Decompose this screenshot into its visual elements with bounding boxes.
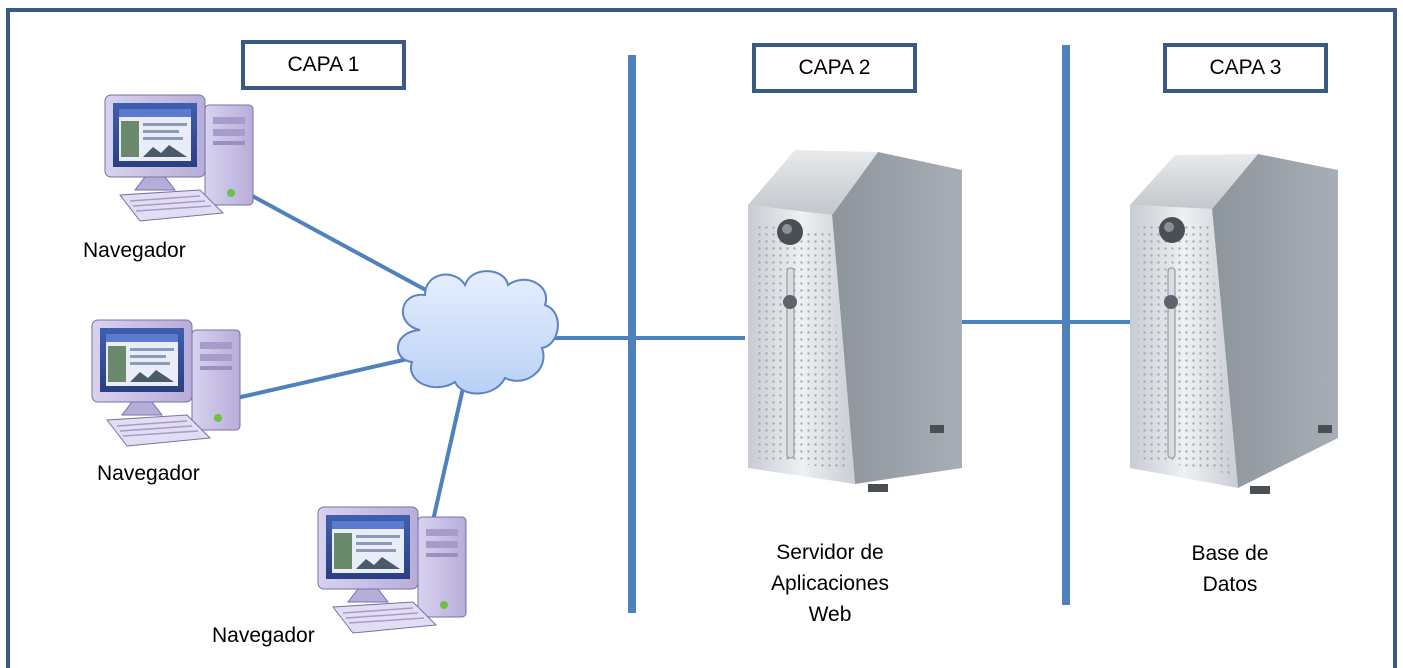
diagram-frame <box>6 8 1397 668</box>
layer-1-box: CAPA 1 <box>241 40 406 90</box>
database-server-label: Base de Datos <box>1175 538 1285 600</box>
app-server-label: Servidor de Aplicaciones Web <box>740 537 920 630</box>
layer-2-box: CAPA 2 <box>752 43 917 93</box>
database-server-label-line-1: Base de <box>1191 542 1269 565</box>
internet-cloud-icon <box>396 270 559 395</box>
connector-client2-cloud <box>227 356 413 402</box>
connectors <box>227 190 1132 526</box>
client-computer-icon-1 <box>104 94 254 222</box>
client-label-3: Navegador <box>212 624 315 647</box>
client-computer-icon-2 <box>91 319 241 447</box>
layer-2-label: CAPA 2 <box>798 56 871 79</box>
client-computer-icon-3 <box>317 506 467 634</box>
connector-client3-cloud <box>430 387 465 526</box>
client-label-1: Navegador <box>83 239 186 262</box>
app-server-label-line-3: Web <box>808 603 852 626</box>
layer-3-label: CAPA 3 <box>1209 56 1282 79</box>
separator-line-1 <box>628 55 636 613</box>
client-label-2: Navegador <box>97 462 200 485</box>
app-server-label-line-2: Aplicaciones <box>771 572 889 595</box>
app-server-tower-icon <box>748 150 962 492</box>
layer-1-label: CAPA 1 <box>287 53 360 76</box>
app-server-label-line-1: Servidor de <box>776 541 884 564</box>
database-server-tower-icon <box>1130 154 1338 494</box>
connector-client1-cloud <box>244 190 436 297</box>
separator-line-2 <box>1062 45 1070 605</box>
database-server-label-line-2: Datos <box>1202 573 1258 596</box>
layer-3-box: CAPA 3 <box>1163 43 1328 93</box>
